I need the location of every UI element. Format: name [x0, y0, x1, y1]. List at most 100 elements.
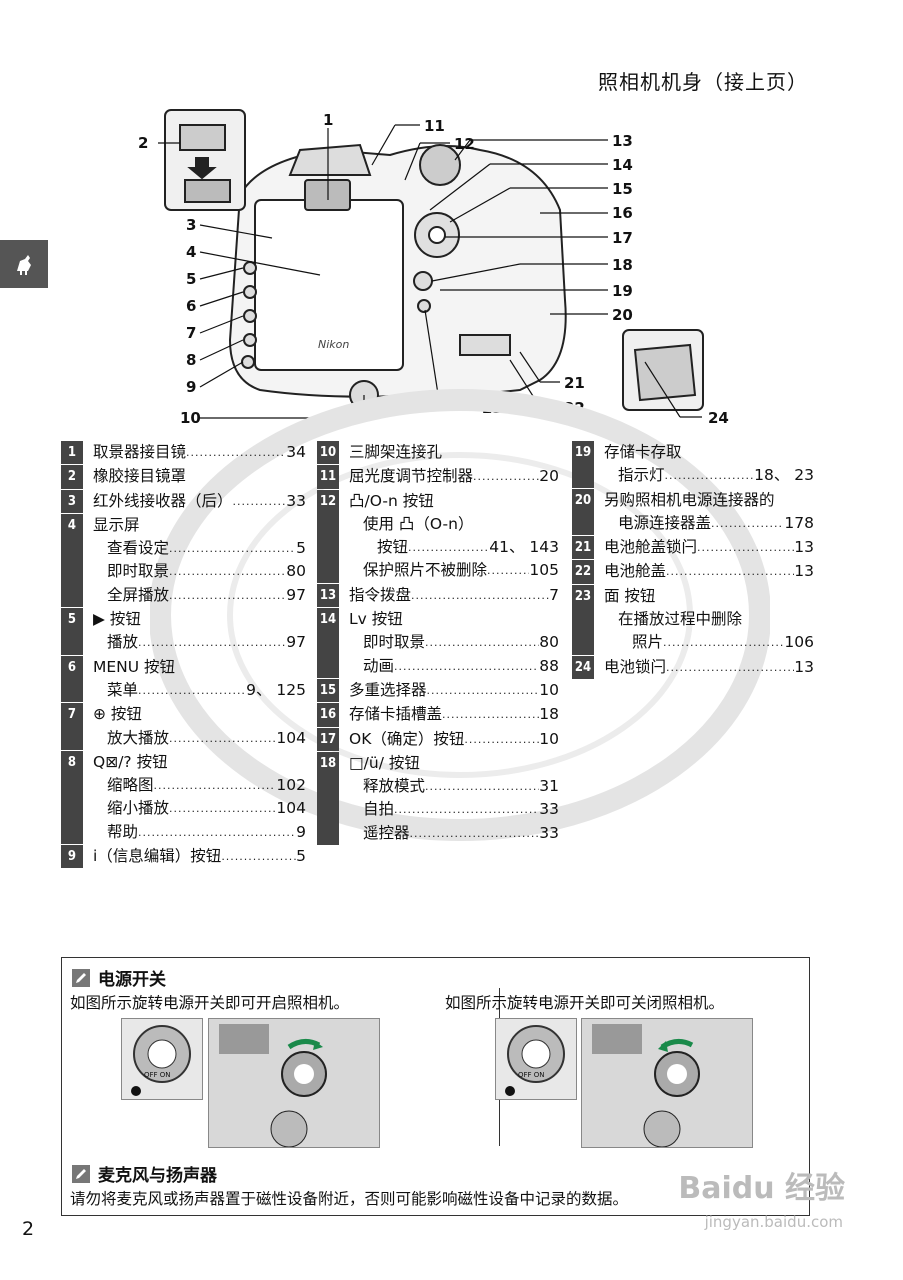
power-off-text: 如图所示旋转电源开关即可关闭照相机。 [445, 994, 725, 1012]
svg-text:24: 24 [708, 409, 729, 427]
part-label: 即时取景 [363, 633, 426, 652]
part-number: 15 [319, 682, 337, 698]
part-label: 即时取景 [107, 562, 170, 581]
leader-dots [411, 584, 549, 607]
page-reference: 33 [286, 491, 306, 510]
power-switch-heading: 电源开关 [72, 965, 166, 990]
part-label: 凸/O-n 按钮 [349, 491, 434, 510]
svg-text:9: 9 [186, 378, 196, 396]
part-label: 橡胶接目镜罩 [93, 467, 187, 486]
svg-text:5: 5 [186, 270, 196, 288]
leader-dots [408, 536, 489, 559]
part-line: 缩略图102 [93, 774, 306, 797]
part-number: 8 [67, 754, 77, 770]
part-line: 在播放过程中删除 [604, 608, 814, 631]
leader-dots [169, 797, 276, 820]
part-number: 1 [67, 445, 77, 460]
svg-text:19: 19 [612, 282, 633, 300]
part-label: 释放模式 [363, 777, 426, 796]
svg-text:OFF ON: OFF ON [144, 1071, 171, 1079]
part-line: 帮助9 [93, 821, 306, 844]
svg-text:4: 4 [186, 243, 196, 261]
part-entry: 7⊕ 按钮放大播放104 [61, 703, 306, 750]
leader-dots [663, 631, 784, 654]
leader-dots [425, 631, 539, 654]
leader-dots [473, 465, 539, 488]
part-line: 红外线接收器（后）33 [93, 490, 306, 513]
page-reference: 5 [296, 847, 306, 866]
part-number: 10 [319, 445, 337, 460]
page-reference: 9、 125 [246, 680, 306, 699]
leader-dots [169, 560, 286, 583]
part-line: 即时取景80 [93, 560, 306, 583]
part-entry: 8Q⊠/? 按钮缩略图102缩小播放104帮助9 [61, 750, 306, 845]
part-line: 自拍33 [349, 798, 559, 821]
part-line: 多重选择器10 [349, 679, 559, 702]
part-line: 三脚架连接孔 [349, 441, 559, 464]
part-entry: 20另购照相机电源连接器的电源连接器盖178 [572, 488, 814, 536]
page-reference: 102 [276, 776, 306, 795]
battery-inset [622, 329, 704, 411]
part-line: 动画88 [349, 655, 559, 678]
part-number: 9 [67, 849, 77, 865]
part-line: 菜单9、 125 [93, 679, 306, 702]
part-line: MENU 按钮 [93, 656, 306, 679]
part-entry: 1取景器接目镜34 [61, 441, 306, 465]
page-reference: 178 [784, 513, 814, 532]
part-line: 查看设定5 [93, 537, 306, 560]
part-line: 放大播放 104 [93, 727, 306, 750]
page-reference: 10 [539, 729, 559, 748]
page-reference: 34 [286, 443, 306, 461]
part-entry: 10 三脚架连接孔 [317, 441, 559, 465]
leader-dots [186, 441, 286, 464]
part-line: 电池舱盖锁闩13 [604, 536, 814, 559]
page-reference: 41、 143 [489, 538, 559, 557]
part-line: 指示灯18、 23 [604, 464, 814, 487]
page-reference: 33 [539, 823, 559, 842]
page-reference: 5 [296, 539, 306, 558]
part-label: 帮助 [107, 822, 139, 841]
baidu-jingyan-logo: Baidu 经验 [678, 1171, 845, 1206]
leader-dots [169, 537, 296, 560]
leader-dots [711, 512, 784, 535]
chapter-tab [0, 240, 48, 288]
part-line: 播放97 [93, 631, 306, 654]
part-label: 按钮 [377, 538, 409, 557]
part-number: 21 [574, 540, 592, 556]
page-number: 2 [22, 1218, 35, 1240]
part-number: 2 [67, 469, 77, 485]
part-label: 放大播放 [107, 728, 170, 747]
part-line: 另购照相机电源连接器的 [604, 489, 814, 512]
part-label: 在播放过程中删除 [618, 610, 743, 629]
page-reference: 20 [539, 467, 559, 486]
part-line: 电源连接器盖178 [604, 512, 814, 535]
part-line: 凸/O-n 按钮 [349, 490, 559, 513]
part-label: Lv 按钮 [349, 610, 403, 629]
page-reference: 104 [276, 728, 306, 747]
part-number: 24 [574, 659, 592, 675]
svg-text:7: 7 [186, 324, 196, 342]
page-reference: 18、 23 [754, 466, 814, 485]
leader-dots [233, 490, 287, 513]
part-label: OK（确定）按钮 [349, 729, 465, 748]
part-label: 全屏播放 [107, 585, 170, 604]
part-label: 动画 [363, 656, 395, 675]
part-label: ▶ 按钮 [93, 610, 141, 629]
pencil-icon [72, 1164, 90, 1183]
part-entry: 2 橡胶接目镜罩 [61, 465, 306, 489]
mic-speaker-heading: 麦克风与扬声器 [72, 1161, 217, 1186]
part-line: 使用 凸（O-n） [349, 513, 559, 536]
part-entry: 4显示屏查看设定5即时取景80全屏播放97 [61, 513, 306, 608]
rooster-icon [17, 255, 31, 275]
part-number: 19 [574, 445, 592, 460]
part-line: 橡胶接目镜罩 [93, 465, 306, 488]
part-entry: 13指令拨盘7 [317, 583, 559, 608]
part-label: MENU 按钮 [93, 657, 176, 676]
svg-text:OFF ON: OFF ON [518, 1071, 545, 1079]
parts-column-3: 19存储卡存取指示灯18、 2320另购照相机电源连接器的电源连接器盖17821… [572, 441, 814, 680]
part-entry: 21 电池舱盖锁闩13 [572, 536, 814, 560]
part-entry: 22电池舱盖13 [572, 560, 814, 585]
